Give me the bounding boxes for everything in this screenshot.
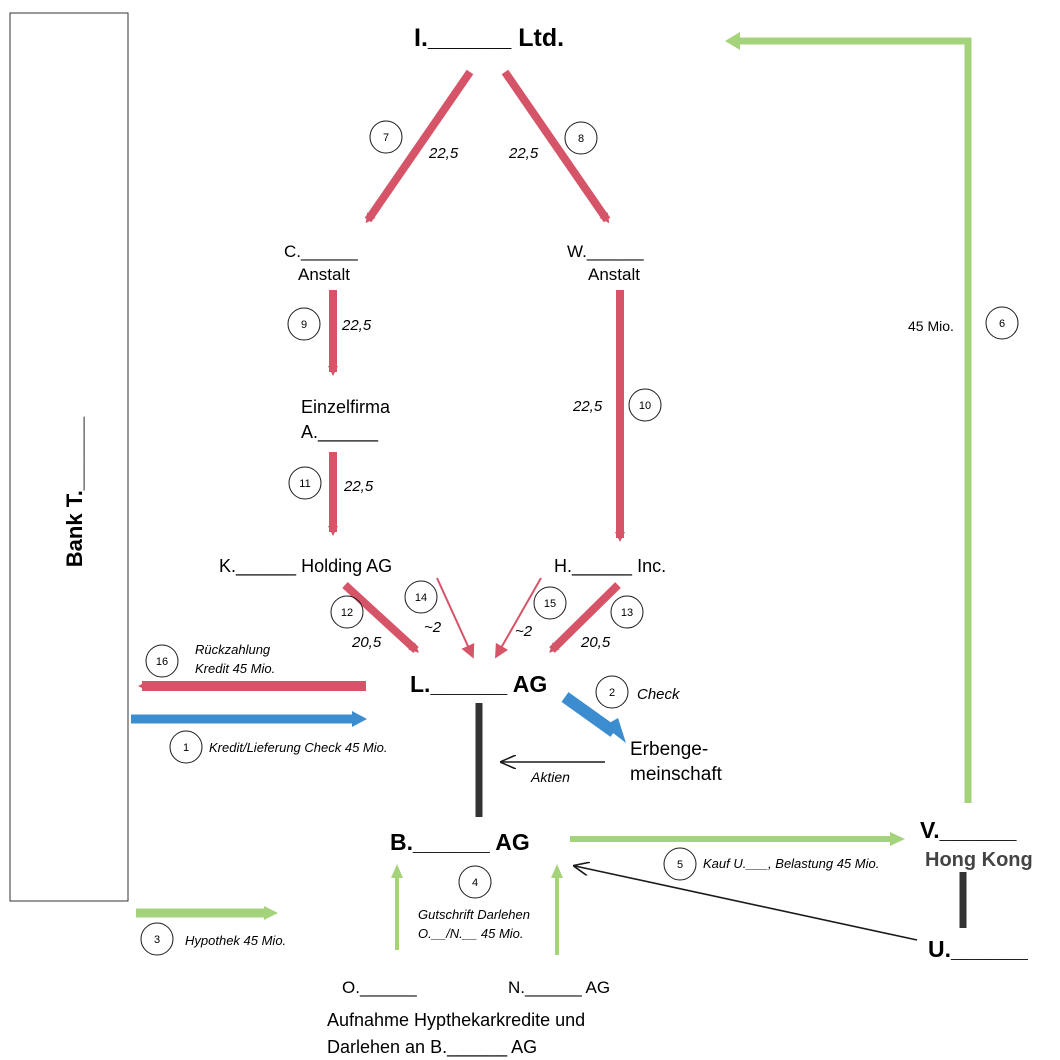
flow-4-label-1: Gutschrift Darlehen bbox=[418, 907, 530, 922]
flow-11-number: 11 bbox=[299, 478, 310, 490]
arrow-7 bbox=[364, 69, 474, 224]
flow-1-label: Kredit/Lieferung Check 45 Mio. bbox=[209, 740, 387, 755]
entity-b-name: B.______ AG bbox=[390, 829, 530, 855]
flow-8-number: 8 bbox=[578, 133, 584, 145]
flow-14-label: ~2 bbox=[424, 619, 442, 636]
flow-15-label: ~2 bbox=[515, 623, 533, 640]
flow-10-label: 22,5 bbox=[572, 398, 603, 415]
bottom-caption-1: Aufnahme Hypthekarkredite und bbox=[327, 1010, 585, 1030]
flow-16-label-1: Rückzahlung bbox=[195, 642, 271, 657]
flow-2-label: Check bbox=[637, 686, 681, 703]
arrow-14 bbox=[436, 577, 475, 659]
entity-a-name: A.______ bbox=[301, 422, 379, 443]
flow-6-badge: 6 bbox=[985, 306, 1019, 340]
arrow-6 bbox=[738, 37, 972, 803]
flow-8-label: 22,5 bbox=[508, 145, 539, 162]
arrow-3-head bbox=[264, 906, 278, 920]
arrow-1-head bbox=[352, 711, 367, 727]
arrow-4-right-head bbox=[551, 864, 563, 878]
flow-12-label: 20,5 bbox=[351, 634, 382, 651]
flow-9-label: 22,5 bbox=[341, 317, 372, 334]
entity-n-name: N.______ AG bbox=[508, 978, 610, 997]
flow-11-label: 22,5 bbox=[343, 478, 374, 495]
bottom-caption-2: Darlehen an B.______ AG bbox=[327, 1037, 537, 1058]
entity-w-type: Anstalt bbox=[588, 265, 640, 284]
entity-v-location: Hong Kong bbox=[925, 849, 1033, 871]
flow-4-label-2: O.__/N.__ 45 Mio. bbox=[418, 926, 524, 941]
flow-2-number: 2 bbox=[609, 687, 615, 699]
entity-erbengemeinschaft-1: Erbenge- bbox=[630, 739, 708, 760]
flow-10-badge: 10 bbox=[628, 388, 662, 422]
flow-13-label: 20,5 bbox=[580, 634, 611, 651]
flow-8-badge: 8 bbox=[564, 121, 598, 155]
flow-7-badge: 7 bbox=[369, 120, 403, 154]
arrow-12 bbox=[342, 582, 419, 653]
flow-14-badge: 14 bbox=[404, 580, 438, 614]
flow-5-label: Kauf U.___, Belastung 45 Mio. bbox=[703, 856, 879, 871]
flow-13-number: 13 bbox=[621, 607, 633, 619]
flow-3-badge: 3 bbox=[140, 922, 174, 956]
flow-12-number: 12 bbox=[341, 607, 353, 619]
arrow-8 bbox=[501, 69, 611, 224]
flow-7-number: 7 bbox=[383, 132, 389, 144]
entity-c-type: Anstalt bbox=[298, 265, 350, 284]
flow-10-number: 10 bbox=[639, 400, 651, 412]
arrow-5-head bbox=[890, 832, 905, 846]
flow-7-label: 22,5 bbox=[428, 145, 459, 162]
aktien-label: Aktien bbox=[530, 769, 570, 785]
flow-4-number: 4 bbox=[472, 877, 478, 889]
bank-box bbox=[9, 12, 129, 902]
entity-w-name: W.______ bbox=[567, 242, 644, 261]
flow-13-badge: 13 bbox=[610, 595, 644, 629]
flow-5-badge: 5 bbox=[663, 847, 697, 881]
flow-6-label: 45 Mio. bbox=[908, 318, 954, 334]
flow-1-badge: 1 bbox=[169, 730, 203, 764]
entity-k-name: K.______ Holding AG bbox=[219, 556, 392, 577]
arrow-13 bbox=[549, 582, 621, 653]
arrow-2-head bbox=[604, 718, 626, 743]
flow-1-number: 1 bbox=[183, 742, 189, 754]
arrow-6-head bbox=[725, 32, 740, 50]
flow-3-number: 3 bbox=[154, 934, 160, 946]
flow-16-label-2: Kredit 45 Mio. bbox=[195, 661, 275, 676]
entity-einzelfirma: Einzelfirma bbox=[301, 397, 391, 417]
entity-v-name: V.______ bbox=[920, 817, 1017, 843]
flow-6-number: 6 bbox=[999, 318, 1005, 330]
flow-4-badge: 4 bbox=[458, 865, 492, 899]
entity-c-name: C.______ bbox=[284, 242, 358, 261]
entity-i-ltd: I.______ Ltd. bbox=[414, 24, 564, 52]
flow-12-badge: 12 bbox=[330, 595, 364, 629]
arrow-u-to-b bbox=[575, 866, 918, 941]
entity-o-name: O.______ bbox=[342, 978, 417, 997]
flow-16-number: 16 bbox=[156, 656, 168, 668]
flow-5-number: 5 bbox=[677, 859, 683, 871]
flow-14-number: 14 bbox=[415, 592, 427, 604]
flow-9-badge: 9 bbox=[287, 307, 321, 341]
flow-15-badge: 15 bbox=[533, 586, 567, 620]
arrow-15 bbox=[495, 577, 542, 659]
flow-9-number: 9 bbox=[301, 319, 307, 331]
entity-u-name: U.______ bbox=[928, 936, 1028, 962]
flow-16-badge: 16 bbox=[145, 644, 179, 678]
entity-l-name: L.______ AG bbox=[410, 671, 547, 697]
entity-erbengemeinschaft-2: meinschaft bbox=[630, 764, 723, 785]
flow-11-badge: 11 bbox=[288, 466, 322, 500]
bank-label: Bank T.______ bbox=[62, 416, 87, 567]
flow-15-number: 15 bbox=[544, 598, 556, 610]
entity-h-name: H.______ Inc. bbox=[554, 556, 666, 577]
flow-3-label: Hypothek 45 Mio. bbox=[185, 933, 286, 948]
flow-2-badge: 2 bbox=[595, 675, 629, 709]
arrow-4-left-head bbox=[391, 864, 403, 878]
